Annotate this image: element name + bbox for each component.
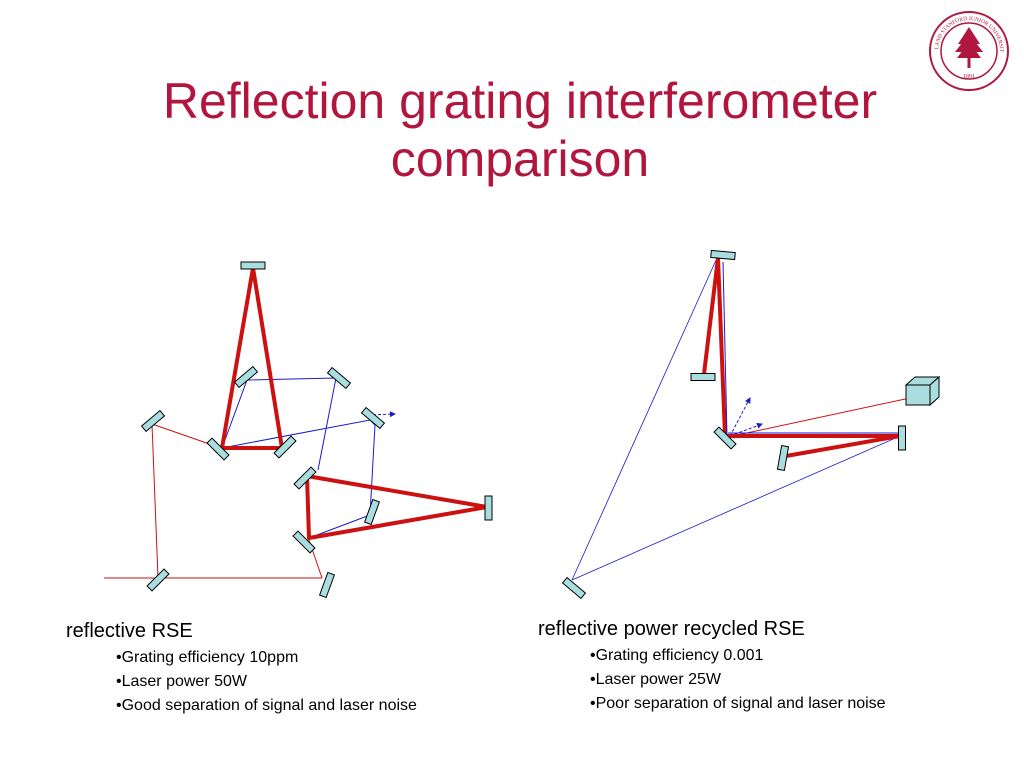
left-signal-beam-2 [221, 419, 376, 539]
left-mirror-b [233, 365, 259, 389]
caption-power-recycled-rse: reflective power recycled RSE Grating ef… [538, 616, 886, 716]
left-grating-d [292, 530, 316, 554]
left-grating-a [206, 437, 230, 461]
right-arm-horizontal [727, 434, 902, 458]
bullet-item: Good separation of signal and laser nois… [116, 694, 417, 718]
left-diagram-reflective-rse [104, 261, 493, 599]
right-mirror-horizontal [776, 444, 790, 472]
left-input-beam [104, 423, 219, 579]
left-mirror-f [146, 568, 170, 592]
right-signal-arrow-1 [729, 397, 751, 437]
left-arm-cavity-2 [305, 474, 489, 540]
bullet-item: Grating efficiency 0.001 [590, 644, 886, 668]
caption-left-title: reflective RSE [66, 620, 193, 642]
right-arm-vertical-blue [722, 261, 728, 437]
caption-left-bullets: Grating efficiency 10ppm Laser power 50W… [116, 646, 417, 718]
right-end-mirror-top [710, 249, 736, 261]
right-grating-main [713, 426, 737, 450]
seal-year: 1891 [963, 74, 975, 80]
right-recycling-beam-2 [571, 435, 901, 581]
university-seal-logo: LELAND STANFORD JUNIOR UNIVERSITY 1891 [928, 10, 1009, 91]
right-arm-vertical [702, 256, 727, 437]
right-end-mirror-right [898, 425, 906, 451]
right-recycling-mirror [561, 576, 587, 600]
slide-title: Reflection grating interferometer compar… [60, 72, 980, 188]
left-end-mirror-top [240, 261, 266, 270]
left-signal-arrow [367, 411, 396, 418]
bullet-item: Grating efficiency 10ppm [116, 646, 417, 670]
right-mirror-vertical [690, 373, 716, 381]
right-recycling-beam-1 [571, 257, 718, 581]
caption-right-title: reflective power recycled RSE [538, 618, 805, 640]
right-diagram-power-recycled-rse [561, 249, 941, 600]
title-line-2: comparison [390, 131, 650, 187]
left-end-mirror-right [484, 495, 493, 521]
left-mirror-a [140, 409, 166, 433]
left-mirror-c [326, 366, 352, 390]
left-mirror-d [360, 406, 386, 430]
left-grating-c [293, 466, 317, 490]
bullet-item: Laser power 50W [116, 670, 417, 694]
left-mirror-e [363, 498, 381, 526]
title-line-1: Reflection grating interferometer [162, 73, 878, 129]
right-laser-beam [727, 397, 911, 438]
left-grating-b [273, 435, 297, 459]
left-arm-cavity-1 [220, 266, 284, 450]
laser-source [904, 375, 941, 407]
left-mirror-g [318, 571, 336, 599]
bullet-item: Poor separation of signal and laser nois… [590, 692, 886, 716]
bullet-item: Laser power 25W [590, 668, 886, 692]
left-signal-beam-1 [221, 377, 337, 471]
caption-right-bullets: Grating efficiency 0.001 Laser power 25W… [590, 644, 886, 716]
caption-reflective-rse: reflective RSE Grating efficiency 10ppm … [66, 618, 417, 718]
